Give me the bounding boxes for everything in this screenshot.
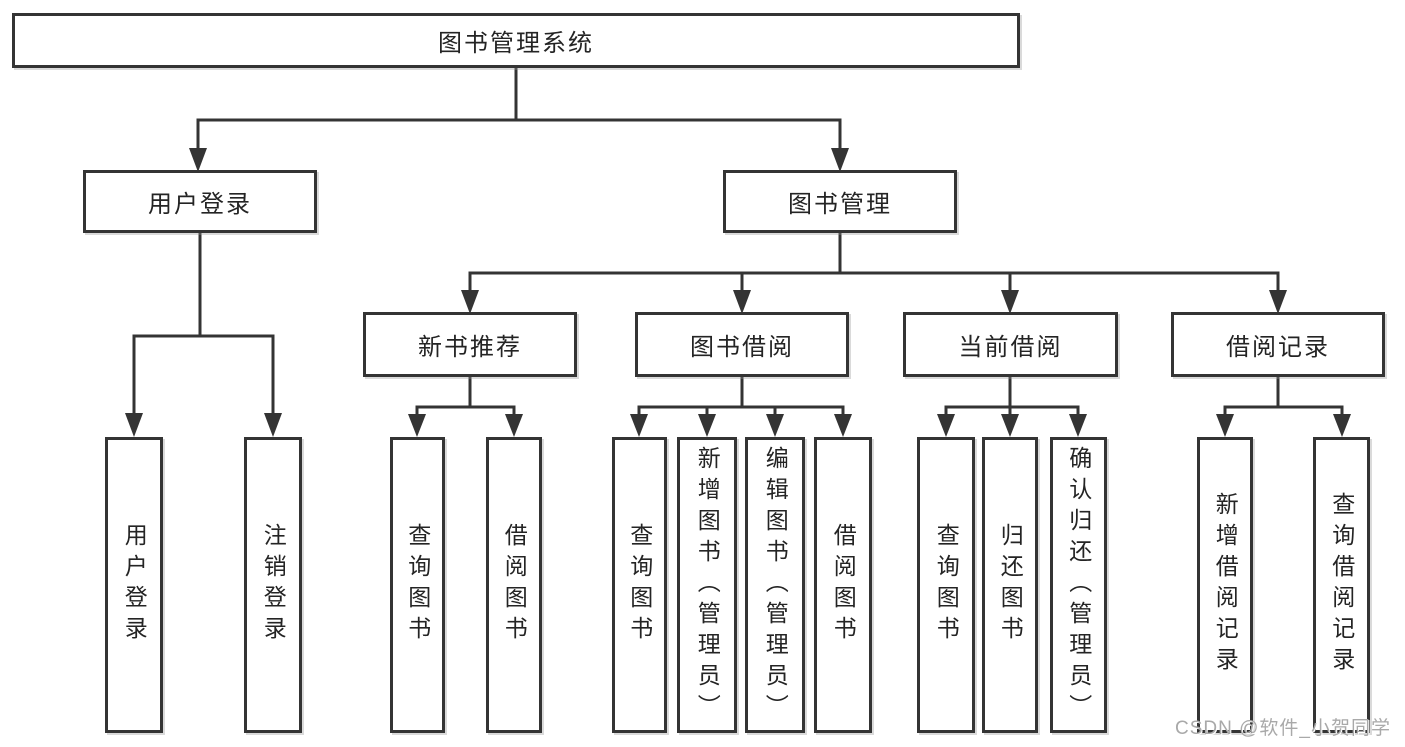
connector-root-to-level2 bbox=[189, 68, 849, 172]
connector-borrow-records-to-leaves bbox=[1216, 377, 1351, 437]
node-current-borrow-label: 当前借阅 bbox=[958, 334, 1063, 361]
leaf-records-query: 查询借阅记录 bbox=[1313, 437, 1370, 733]
leaf-user-login-label: 用户登录 bbox=[121, 523, 148, 647]
leaf-new-books-query-label: 查询图书 bbox=[404, 523, 431, 647]
node-book-management: 图书管理 bbox=[723, 170, 957, 233]
leaf-borrow-borrow-label: 借阅图书 bbox=[830, 523, 857, 647]
leaf-current-confirm-return-admin-label: 确认归还（管理员） bbox=[1065, 445, 1092, 725]
leaf-current-confirm-return-admin: 确认归还（管理员） bbox=[1050, 437, 1107, 733]
leaf-borrow-edit-admin: 编辑图书（管理员） bbox=[745, 437, 805, 733]
connector-current-borrow-to-leaves bbox=[937, 377, 1087, 437]
leaf-user-login: 用户登录 bbox=[105, 437, 163, 733]
node-borrow-records: 借阅记录 bbox=[1171, 312, 1385, 377]
node-book-borrow: 图书借阅 bbox=[635, 312, 849, 377]
leaf-current-query-label: 查询图书 bbox=[933, 523, 960, 647]
connector-user-login-to-leaves bbox=[125, 233, 282, 437]
csdn-watermark: CSDN @软件_小贺同学 bbox=[1175, 718, 1391, 739]
node-user-login-label: 用户登录 bbox=[148, 191, 252, 218]
leaf-logout: 注销登录 bbox=[244, 437, 302, 733]
leaf-borrow-add-admin-label: 新增图书（管理员） bbox=[694, 445, 721, 725]
leaf-borrow-edit-admin-label: 编辑图书（管理员） bbox=[762, 445, 789, 725]
node-root-label: 图书管理系统 bbox=[438, 30, 594, 57]
leaf-records-add-label: 新增借阅记录 bbox=[1212, 492, 1239, 678]
node-root: 图书管理系统 bbox=[12, 13, 1020, 68]
connector-book-management-to-level3 bbox=[461, 233, 1287, 314]
leaf-borrow-query: 查询图书 bbox=[612, 437, 667, 733]
leaf-new-books-query: 查询图书 bbox=[390, 437, 445, 733]
connector-new-books-to-leaves bbox=[408, 377, 523, 437]
node-borrow-records-label: 借阅记录 bbox=[1226, 334, 1330, 361]
node-book-borrow-label: 图书借阅 bbox=[690, 334, 794, 361]
leaf-new-books-borrow: 借阅图书 bbox=[486, 437, 542, 733]
leaf-borrow-borrow: 借阅图书 bbox=[814, 437, 872, 733]
leaf-current-return: 归还图书 bbox=[982, 437, 1038, 733]
leaf-current-return-label: 归还图书 bbox=[997, 523, 1024, 647]
leaf-records-add: 新增借阅记录 bbox=[1197, 437, 1253, 733]
connector-book-borrow-to-leaves bbox=[630, 377, 852, 437]
node-new-books-label: 新书推荐 bbox=[418, 334, 522, 361]
leaf-borrow-add-admin: 新增图书（管理员） bbox=[677, 437, 737, 733]
leaf-logout-label: 注销登录 bbox=[260, 523, 287, 647]
node-book-management-label: 图书管理 bbox=[788, 191, 892, 218]
node-current-borrow: 当前借阅 bbox=[903, 312, 1118, 377]
leaf-current-query: 查询图书 bbox=[917, 437, 975, 733]
leaf-new-books-borrow-label: 借阅图书 bbox=[501, 523, 528, 647]
leaf-records-query-label: 查询借阅记录 bbox=[1328, 492, 1355, 678]
node-new-books: 新书推荐 bbox=[363, 312, 577, 377]
node-user-login: 用户登录 bbox=[83, 170, 317, 233]
leaf-borrow-query-label: 查询图书 bbox=[626, 523, 653, 647]
